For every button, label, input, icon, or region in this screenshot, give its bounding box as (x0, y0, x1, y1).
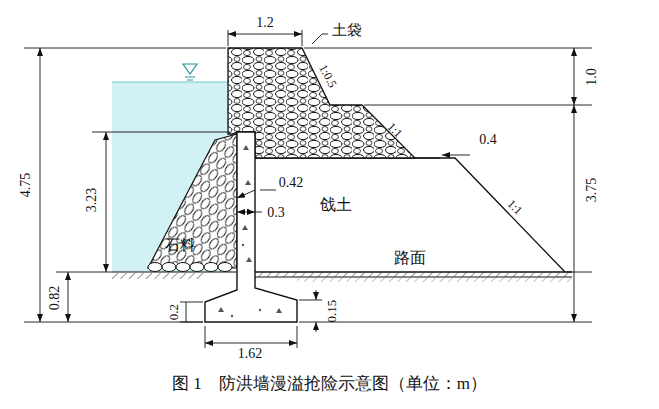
part-name: 戗土 (318, 196, 354, 214)
part-name: 路面 (392, 249, 428, 267)
dimension: 3.75 (584, 176, 600, 205)
dimension: 0.4 (477, 132, 499, 148)
dimension: 3.23 (84, 186, 100, 215)
dimension: 0.42 (277, 175, 306, 191)
part-name: 石料 (163, 237, 197, 254)
dimension: 0.3 (265, 205, 287, 221)
dimension: 1.62 (236, 346, 265, 362)
dimension: 4.75 (18, 171, 34, 200)
dimension: 1.2 (254, 15, 276, 31)
dimension: 1.0 (584, 66, 600, 88)
figure-caption: 图 1 防洪墙漫溢抢险示意图（单位：m） (0, 372, 659, 395)
part-name: 土袋 (330, 22, 364, 39)
slope-ratio: 1:1 (503, 195, 527, 219)
dimension: 0.15 (324, 298, 339, 325)
dimension: 0.82 (47, 284, 63, 313)
dimension: 0.2 (166, 302, 181, 322)
